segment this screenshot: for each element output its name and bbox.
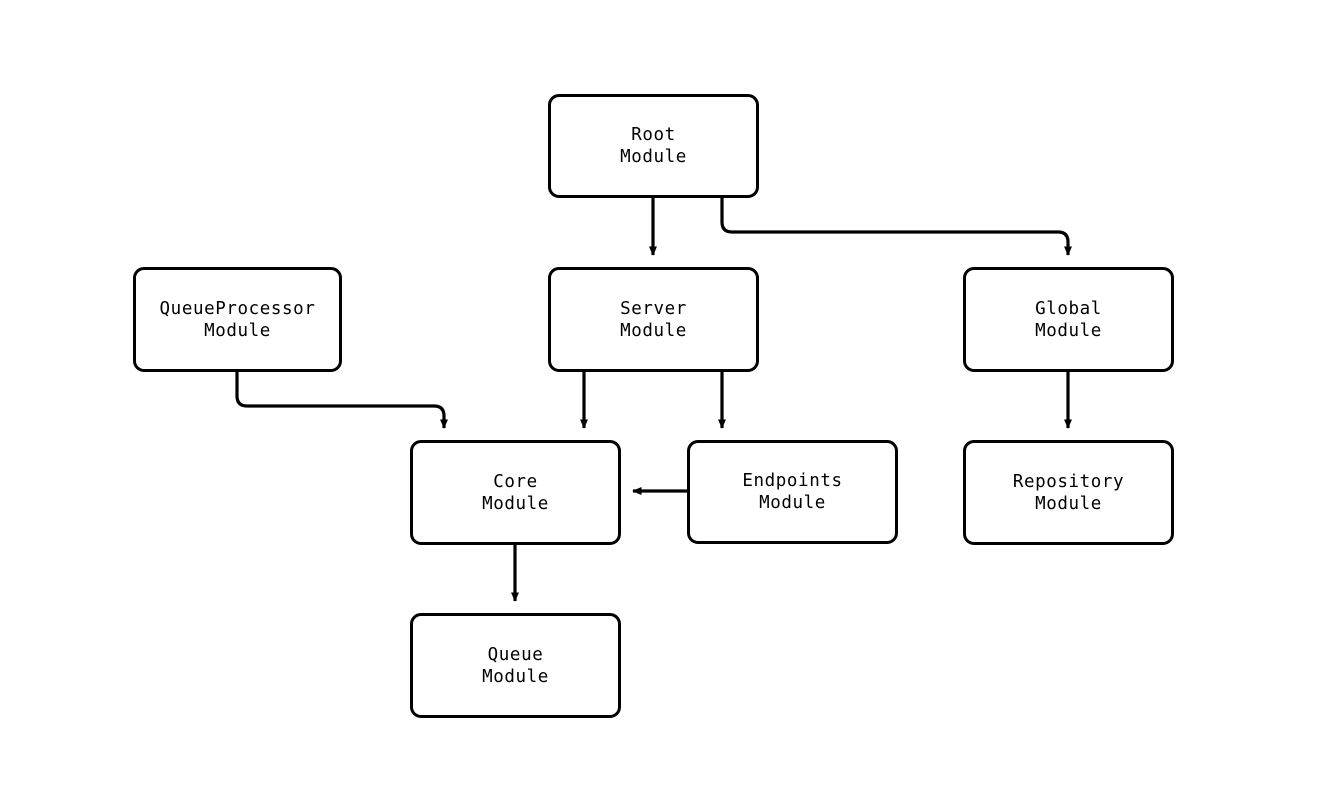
node-server-label-line2: Module [620, 320, 687, 341]
node-repository-label-line1: Repository [1012, 471, 1125, 492]
node-root[interactable]: Root Module [548, 94, 759, 198]
node-endpoints-label-line2: Module [759, 493, 826, 513]
node-core-label-line1: Core [493, 471, 538, 492]
node-queue-label-line2: Module [482, 666, 549, 687]
node-core-label-line2: Module [482, 493, 549, 514]
node-repository[interactable]: Repository Module [963, 440, 1174, 545]
node-global-label-line2: Module [1035, 320, 1102, 341]
node-core[interactable]: Core Module [410, 440, 621, 545]
node-root-label-line2: Module [620, 147, 687, 167]
node-root-label-line1: Root [631, 125, 676, 145]
node-queue-label-line1: Queue [487, 644, 544, 665]
node-global-label-line1: Global [1035, 298, 1102, 319]
node-global[interactable]: Global Module [963, 267, 1174, 372]
node-queue[interactable]: Queue Module [410, 613, 621, 718]
node-endpoints[interactable]: Endpoints Module [687, 440, 898, 544]
edge-root-to-global [720, 198, 1072, 256]
node-server-label-line1: Server [620, 298, 687, 319]
node-queueprocessor-label-line2: Module [204, 320, 271, 341]
node-queueprocessor-label-line1: QueueProcessor [159, 298, 316, 319]
node-server[interactable]: Server Module [548, 267, 759, 372]
edge-queueprocessor-to-core [235, 372, 448, 429]
node-queueprocessor[interactable]: QueueProcessor Module [133, 267, 342, 372]
node-endpoints-label-line1: Endpoints [742, 471, 843, 491]
node-repository-label-line2: Module [1035, 493, 1102, 514]
